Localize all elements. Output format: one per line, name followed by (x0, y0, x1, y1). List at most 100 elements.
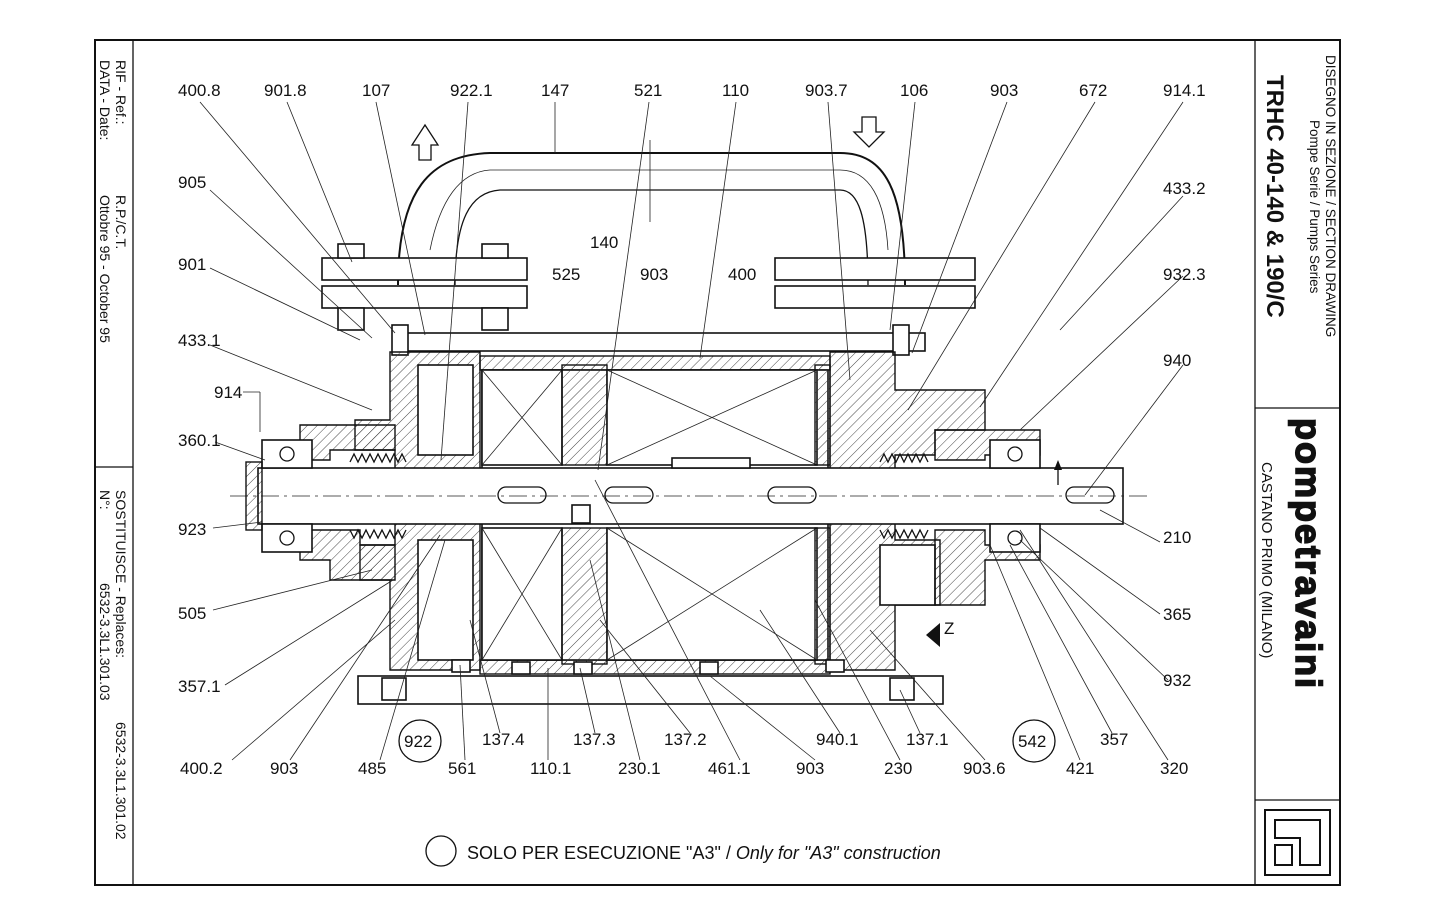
part-label: 922.1 (450, 81, 493, 100)
a3-marker-circle (1012, 719, 1056, 763)
part-label: 525 (552, 265, 580, 284)
svg-text:6532-3.3L1.301.03: 6532-3.3L1.301.03 (97, 583, 113, 701)
part-label: 561 (448, 759, 476, 778)
pump-casing (479, 355, 831, 371)
legend-text: SOLO PER ESECUZIONE "A3" / (467, 843, 736, 863)
svg-text:DISEGNO IN SEZIONE / SECTION D: DISEGNO IN SEZIONE / SECTION DRAWING (1323, 55, 1338, 337)
replaces-label: SOSTITUISCE - Replaces: (113, 490, 129, 658)
part-label: 400.2 (180, 759, 223, 778)
svg-text:CASTANO PRIMO (MILANO): CASTANO PRIMO (MILANO) (1258, 462, 1275, 658)
bearing-left (245, 439, 313, 553)
part-label: 940 (1163, 351, 1191, 370)
part-label: 110.1 (530, 759, 571, 778)
brand-mark-icon (1264, 809, 1331, 876)
replaces-value: 6532-3.3L1.301.02 (113, 722, 129, 840)
pump-shaft (230, 457, 1150, 525)
rotation-marker: Z (944, 619, 954, 638)
outlet-arrow-icon (852, 116, 886, 148)
sidebar-reference-block: RIF - Ref.: R.P./C.T. DATA - Date: Ottob… (97, 60, 129, 840)
part-label: 230.1 (618, 759, 661, 778)
date-value: Ottobre 95 - October 95 (97, 195, 113, 343)
part-label: 922 (404, 732, 432, 751)
svg-text:pompetravaini: pompetravaini (1288, 418, 1329, 690)
part-label: 914.1 (1163, 81, 1206, 100)
part-label: 137.3 (573, 730, 616, 749)
svg-text:Ottobre 95 - October 95: Ottobre 95 - October 95 (97, 195, 113, 343)
company-location: CASTANO PRIMO (MILANO) (1258, 462, 1275, 658)
part-label: 505 (178, 604, 206, 623)
pump-section-view (230, 116, 1150, 705)
part-label: 433.1 (178, 331, 221, 350)
impeller-right (606, 369, 818, 661)
part-label: 914 (214, 383, 242, 402)
number-value: 6532-3.3L1.301.03 (97, 583, 113, 701)
bearing-right (989, 439, 1041, 553)
part-label: 400 (728, 265, 756, 284)
number-label: N°: (97, 490, 113, 510)
part-label: 903.7 (805, 81, 848, 100)
part-label: 461.1 (708, 759, 751, 778)
brand-logo-text: pompetravaini (1288, 418, 1329, 690)
leader-lines (199, 101, 1184, 761)
part-label: 365 (1163, 605, 1191, 624)
part-label: 901.8 (264, 81, 307, 100)
title-block: DISEGNO IN SEZIONE / SECTION DRAWING Pom… (1258, 55, 1338, 876)
svg-text:DATA - Date:: DATA - Date: (97, 60, 113, 140)
mechanical-seal-right (879, 452, 929, 540)
a3-marker-circle (398, 719, 442, 763)
discharge-pipe (397, 152, 906, 286)
part-label: 903 (990, 81, 1018, 100)
legend-circle-icon (425, 835, 457, 867)
part-label: 106 (900, 81, 928, 100)
series-caption: Pompe Serie / Pumps Series (1307, 120, 1322, 294)
svg-text:6532-3.3L1.301.02: 6532-3.3L1.301.02 (113, 722, 129, 840)
inlet-arrow-icon (410, 123, 440, 161)
part-label: 137.4 (482, 730, 525, 749)
part-label: 137.1 (906, 730, 949, 749)
rif-label: RIF - Ref.: (113, 60, 129, 125)
part-label: 903 (640, 265, 668, 284)
part-label: 147 (541, 81, 569, 100)
part-label: 421 (1066, 759, 1094, 778)
part-label: 923 (178, 520, 206, 539)
part-label: 357 (1100, 730, 1128, 749)
part-label: 932 (1163, 671, 1191, 690)
part-label: 521 (634, 81, 662, 100)
legend-text-italic: Only for "A3" construction (736, 843, 941, 863)
part-labels: 400.8 901.8 107 922.1 147 521 110 903.7 … (178, 81, 1206, 778)
part-label: 107 (362, 81, 390, 100)
svg-text:SOSTITUISCE - Replaces:: SOSTITUISCE - Replaces: (113, 490, 129, 658)
drawing-type: DISEGNO IN SEZIONE / SECTION DRAWING (1323, 55, 1338, 337)
part-label: 672 (1079, 81, 1107, 100)
svg-text:N°:: N°: (97, 490, 113, 510)
part-label: 357.1 (178, 677, 221, 696)
part-label: 230 (884, 759, 912, 778)
svg-text:R.P./C.T.: R.P./C.T. (113, 195, 129, 249)
date-label: DATA - Date: (97, 60, 113, 140)
rif-value: R.P./C.T. (113, 195, 129, 249)
part-label: 320 (1160, 759, 1188, 778)
model-title: TRHC 40-140 & 190/C (1261, 75, 1288, 318)
part-label: 210 (1163, 528, 1191, 547)
legend: SOLO PER ESECUZIONE "A3" / Only for "A3"… (425, 835, 941, 867)
mechanical-seal-left (349, 452, 407, 540)
part-label: 400.8 (178, 81, 221, 100)
part-label: 905 (178, 173, 206, 192)
part-label: 940.1 (816, 730, 859, 749)
drawing-frame (94, 39, 1341, 886)
svg-text:RIF - Ref.:: RIF - Ref.: (113, 60, 129, 125)
part-label: 140 (590, 233, 618, 252)
svg-text:SOLO PER ESECUZIONE "A3" / Onl: SOLO PER ESECUZIONE "A3" / Only for "A3"… (467, 843, 941, 863)
impeller-left (481, 369, 563, 661)
part-label: 137.2 (664, 730, 707, 749)
svg-text:TRHC 40-140 & 190/C: TRHC 40-140 & 190/C (1261, 75, 1288, 318)
part-label: 433.2 (1163, 179, 1206, 198)
part-label: 903 (270, 759, 298, 778)
part-label: 542 (1018, 732, 1046, 751)
part-label: 110 (722, 81, 749, 100)
part-label: 932.3 (1163, 265, 1206, 284)
part-label: 485 (358, 759, 386, 778)
part-label: 901 (178, 255, 206, 274)
part-label: 360.1 (178, 431, 221, 450)
